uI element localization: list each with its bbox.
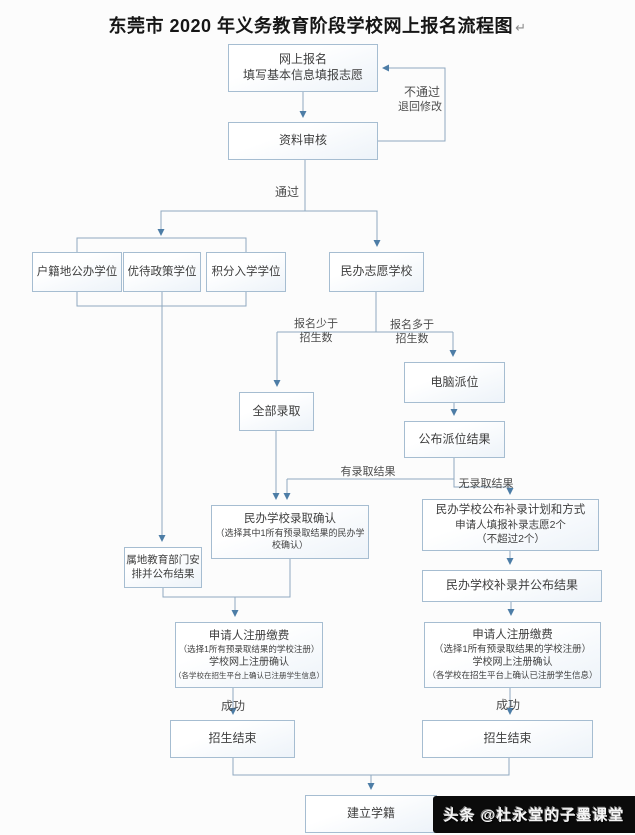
node-register-pay-left: 申请人注册缴费 （选择1所有预录取结果的学校注册） 学校网上注册确认 （各学校在… (174, 622, 324, 688)
register-left-line3: 学校网上注册确认 (209, 656, 289, 668)
edge-review-feedback (378, 64, 446, 142)
node-local-authority: 属地教育部门安 排并公布结果 (124, 547, 202, 588)
edge-local-join (162, 558, 291, 598)
node-establish-status: 建立学籍 (305, 795, 437, 833)
register-right-line2: （选择1所有预录取结果的学校注册） (433, 643, 592, 655)
watermark-badge: 头条 @杜永堂的子墨课堂 (433, 796, 635, 833)
register-right-line3: 学校网上注册确认 (472, 657, 553, 669)
node-private-confirm: 民办学校录取确认 （选择其中1所有预录取结果的民办学 校确认） (211, 505, 369, 559)
node-enroll-end-right: 招生结束 (422, 720, 593, 758)
node-household-public: 户籍地公办学位 (32, 252, 122, 292)
private-confirm-line3: 校确认） (271, 540, 308, 551)
page-title: 东莞市 2020 年义务教育阶段学校网上报名流程图↵ (0, 12, 635, 38)
private-confirm-line2: （选择其中1所有预录取结果的民办学 (215, 528, 365, 539)
node-preferential-policy: 优待政策学位 (123, 252, 201, 292)
node-supplement-result: 民办学校补录并公布结果 (422, 570, 602, 602)
edge-split-right (305, 210, 381, 247)
node-private-volunteer: 民办志愿学校 (329, 252, 424, 292)
private-confirm-line1: 民办学校录取确认 (244, 513, 336, 526)
supplement-plan-line2: 申请人填报补录志愿2个 (455, 518, 566, 531)
edge-split-left (157, 210, 305, 236)
node-material-review: 资料审核 (228, 122, 378, 160)
edge-noresult-to-plan (453, 479, 514, 495)
edge-bracket-bottom (76, 292, 247, 307)
node-all-admitted: 全部录取 (239, 392, 314, 431)
register-left-line1: 申请人注册缴费 (208, 629, 290, 642)
label-pass: 通过 (274, 185, 299, 199)
label-return-modify: 退回修改 (398, 101, 442, 113)
label-success-left: 成功 (220, 699, 245, 713)
node-supplement-plan: 民办学校公布补录计划和方式 申请人填报补录志愿2个 （不超过2个） (422, 499, 599, 551)
paragraph-mark: ↵ (515, 20, 527, 35)
register-right-line4: （各学校在招生平台上确认已注册学生信息） (427, 670, 598, 681)
edge-merge-ends (232, 758, 510, 776)
node-points-admission: 积分入学学位 (206, 252, 286, 292)
label-not-pass: 不通过 (403, 85, 440, 99)
node-enroll-end-left: 招生结束 (170, 720, 295, 758)
node-online-signup: 网上报名 填写基本信息填报志愿 (228, 44, 378, 92)
label-no-admission: 无录取结果 (458, 478, 514, 490)
node-computer-allocation: 电脑派位 (404, 362, 505, 403)
page-title-text: 东莞市 2020 年义务教育阶段学校网上报名流程图 (108, 16, 514, 36)
register-left-line2: （选择1所有预录取结果的学校注册） (178, 643, 320, 654)
label-success-right: 成功 (495, 698, 520, 712)
register-right-line1: 申请人注册缴费 (472, 628, 553, 641)
node-register-pay-right: 申请人注册缴费 （选择1所有预录取结果的学校注册） 学校网上注册确认 （各学校在… (424, 622, 601, 688)
label-has-admission: 有录取结果 (340, 466, 396, 478)
label-fewer-than-quota: 报名少于 招生数 (294, 318, 338, 344)
edge-bracket-top (76, 237, 247, 252)
supplement-plan-line3: （不超过2个） (476, 533, 545, 546)
register-left-line4: （各学校在招生平台上确认已注册学生信息） (174, 670, 324, 680)
node-allocation-result: 公布派位结果 (404, 421, 505, 458)
supplement-plan-line1: 民办学校公布补录计划和方式 (435, 503, 586, 516)
label-more-than-quota: 报名多于 招生数 (390, 319, 434, 345)
